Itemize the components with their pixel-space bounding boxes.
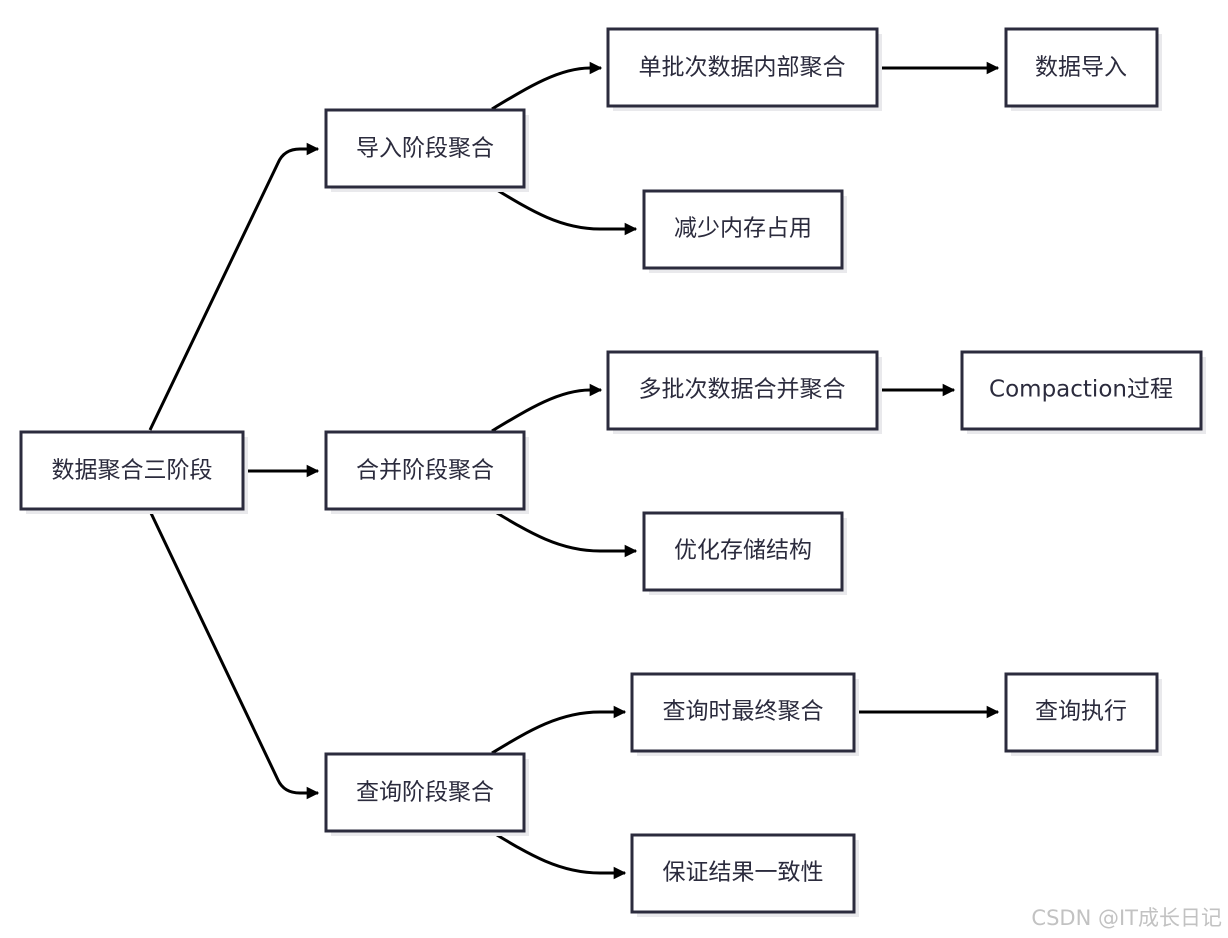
node-merge-compaction: Compaction过程 bbox=[960, 350, 1206, 434]
node-query-consistency-label: 保证结果一致性 bbox=[663, 860, 824, 886]
node-import-single-batch-label: 单批次数据内部聚合 bbox=[639, 55, 846, 81]
edge-import-stage-to-reduce-memory bbox=[491, 185, 638, 236]
node-query-final: 查询时最终聚合 bbox=[630, 672, 859, 756]
edge-root-to-import-stage bbox=[148, 142, 320, 431]
node-import-single-batch: 单批次数据内部聚合 bbox=[606, 27, 882, 111]
watermark: CSDN @IT成长日记 bbox=[1031, 906, 1222, 930]
node-merge-multi-batch: 多批次数据合并聚合 bbox=[606, 350, 882, 434]
node-import-data-import: 数据导入 bbox=[1004, 27, 1162, 111]
node-import-reduce-memory: 减少内存占用 bbox=[642, 189, 847, 273]
edge-root-to-query-stage bbox=[148, 510, 320, 800]
node-merge-multi-batch-label: 多批次数据合并聚合 bbox=[639, 377, 846, 403]
nodes: 数据聚合三阶段 导入阶段聚合 合并阶段聚合 查询阶段聚合 单批次数据内部聚合 减… bbox=[19, 27, 1206, 917]
edge-import-stage-to-single-batch bbox=[491, 61, 603, 111]
node-import-reduce-memory-label: 减少内存占用 bbox=[674, 216, 812, 242]
node-import-stage-label: 导入阶段聚合 bbox=[356, 136, 494, 162]
node-merge-optimize-storage-label: 优化存储结构 bbox=[674, 538, 812, 564]
node-query-final-label: 查询时最终聚合 bbox=[663, 699, 824, 725]
edge-query-stage-to-consistency bbox=[491, 830, 627, 880]
node-import-data-import-label: 数据导入 bbox=[1035, 55, 1127, 81]
node-root: 数据聚合三阶段 bbox=[19, 430, 248, 514]
edge-merge-stage-to-optimize-storage bbox=[491, 508, 638, 558]
edges bbox=[148, 61, 1000, 880]
node-merge-compaction-label: Compaction过程 bbox=[989, 377, 1173, 403]
node-query-execute: 查询执行 bbox=[1004, 672, 1162, 756]
edge-merge-stage-to-multi-batch bbox=[491, 383, 603, 433]
node-query-consistency: 保证结果一致性 bbox=[630, 833, 859, 917]
node-query-stage-label: 查询阶段聚合 bbox=[356, 780, 494, 806]
node-query-stage: 查询阶段聚合 bbox=[324, 752, 529, 836]
edge-query-stage-to-final bbox=[491, 705, 627, 755]
node-root-label: 数据聚合三阶段 bbox=[52, 458, 213, 484]
node-merge-stage-label: 合并阶段聚合 bbox=[356, 458, 494, 484]
node-import-stage: 导入阶段聚合 bbox=[324, 108, 529, 192]
node-merge-optimize-storage: 优化存储结构 bbox=[642, 511, 847, 595]
node-merge-stage: 合并阶段聚合 bbox=[324, 430, 529, 514]
node-query-execute-label: 查询执行 bbox=[1035, 699, 1127, 725]
